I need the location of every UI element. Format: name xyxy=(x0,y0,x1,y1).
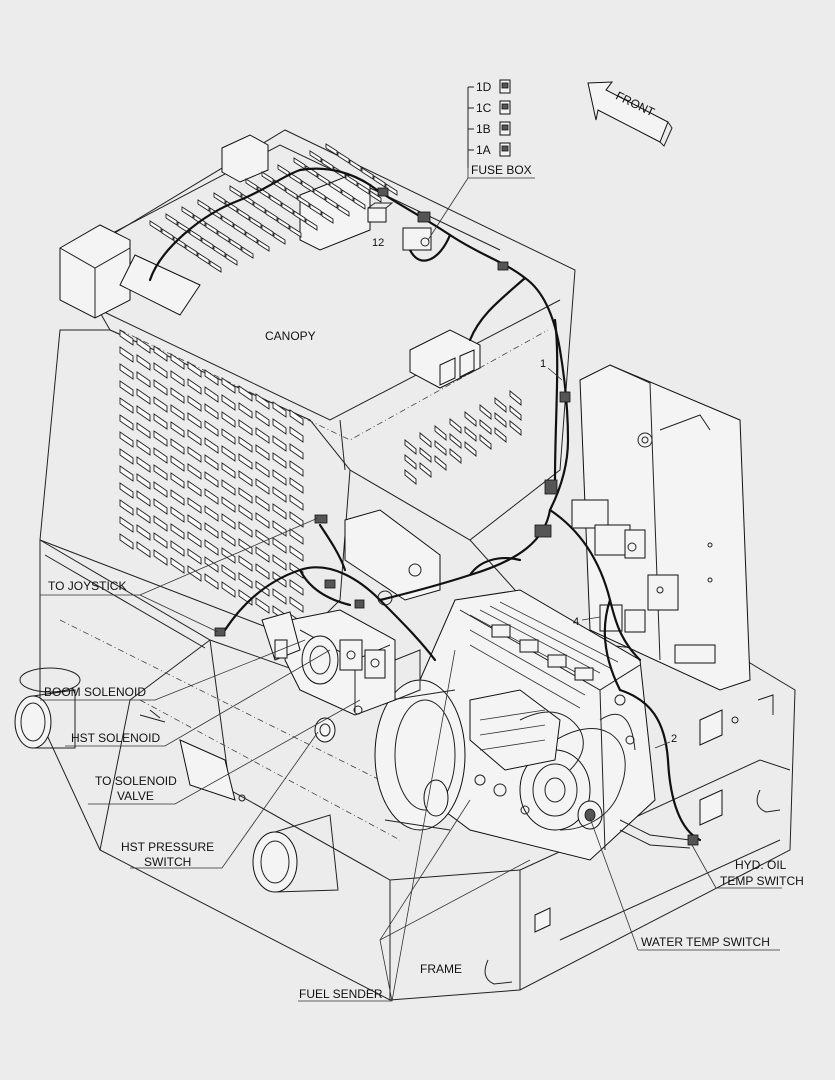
fuse-icon xyxy=(499,79,511,94)
frame-label: FRAME xyxy=(420,962,462,976)
fuse-box-label: FUSE BOX xyxy=(471,163,532,177)
to-joystick-label: TO JOYSTICK xyxy=(48,579,126,593)
hst-pressure-switch-label-line1: HST PRESSURE xyxy=(121,840,214,854)
to-solenoid-valve-label-line1: TO SOLENOID xyxy=(95,774,177,788)
fuse-icon xyxy=(499,121,511,136)
engine-assembly xyxy=(374,589,691,861)
right-side-components xyxy=(571,499,716,664)
callout-12: 12 xyxy=(372,237,384,249)
canopy-side-grid xyxy=(119,329,304,630)
fuse-label-1b: 1B xyxy=(476,122,491,136)
fuse-label-1c: 1C xyxy=(476,101,492,115)
callout-4: 4 xyxy=(573,616,579,628)
boom-solenoid-label: BOOM SOLENOID xyxy=(44,685,146,699)
fuse-label-1a: 1A xyxy=(476,143,491,157)
callout-1: 1 xyxy=(540,358,546,370)
hyd-oil-temp-switch-label-line1: HYD. OIL xyxy=(735,858,787,872)
fuse-label-1d: 1D xyxy=(476,80,492,94)
hydraulic-pump-assembly xyxy=(261,609,421,743)
hst-pressure-switch-label-line2: SWITCH xyxy=(144,855,191,869)
fuse-icon xyxy=(499,142,511,157)
canopy-front-grid xyxy=(404,390,522,485)
water-temp-switch-label: WATER TEMP SWITCH xyxy=(641,935,770,949)
callout-2: 2 xyxy=(671,733,677,745)
fuse-stack: 1D 1C 1B 1A xyxy=(467,79,511,168)
labels: FUSE BOX 12 CANOPY 1 TO JOYSTICK 4 BOOM … xyxy=(44,163,804,1001)
canopy-top-grid xyxy=(149,143,398,273)
front-arrow-icon: FRONT xyxy=(587,81,673,147)
to-solenoid-valve-label-line2: VALVE xyxy=(117,789,154,803)
hst-solenoid-label: HST SOLENOID xyxy=(71,731,160,745)
wiring-harness xyxy=(148,167,702,846)
fuse-icon xyxy=(499,100,511,115)
fuel-sender-label: FUEL SENDER xyxy=(299,987,383,1001)
hyd-oil-temp-switch-label-line2: TEMP SWITCH xyxy=(720,874,804,888)
leader-lines xyxy=(40,168,782,1002)
canopy-label: CANOPY xyxy=(265,329,316,343)
